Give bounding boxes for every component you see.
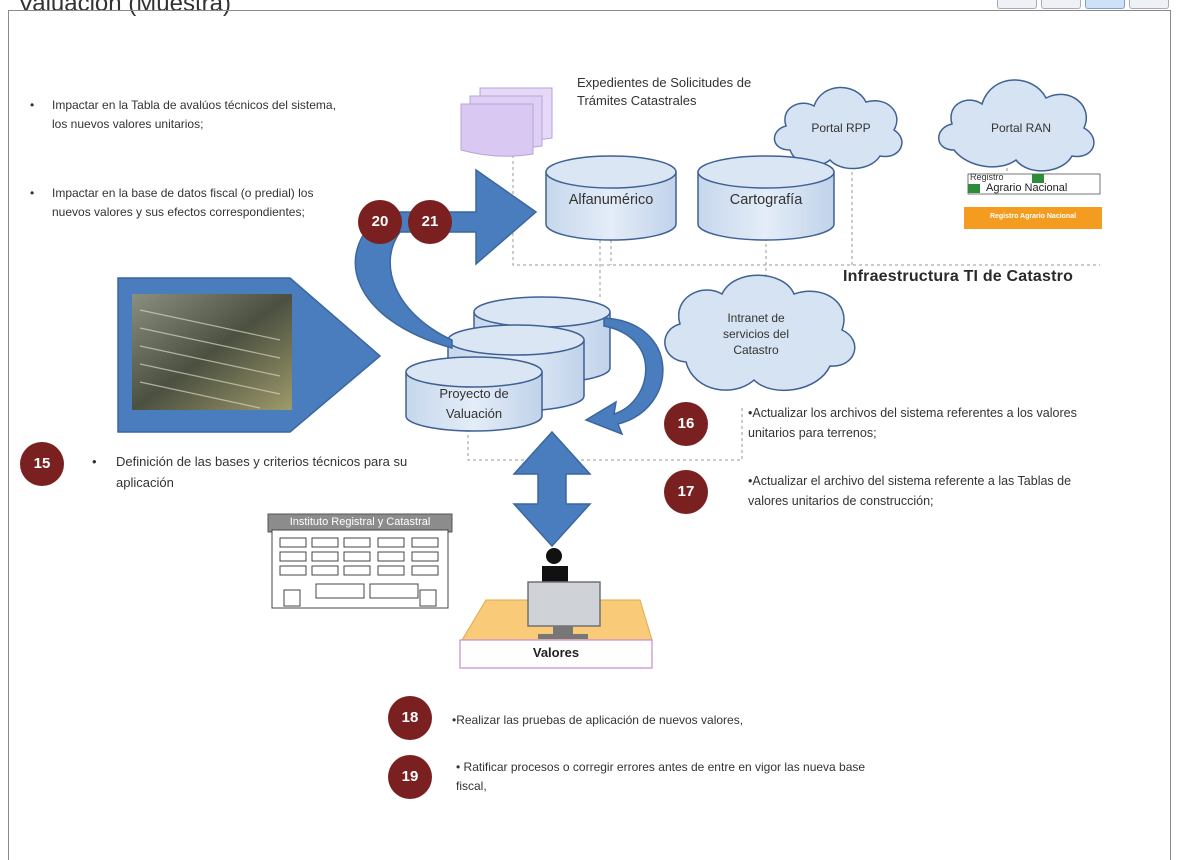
cloud-ran-label: Portal RAN: [990, 121, 1052, 135]
cloud-intranet-label: Intranet de servicios del Catastro: [722, 311, 790, 358]
page-title: Valuación (Muestra): [18, 0, 231, 17]
database-alfanumerico-label: Alfanumérico: [568, 192, 654, 208]
ran-logo-icon: [964, 173, 1102, 229]
database-proyecto-label: Proyecto de Valuación: [439, 386, 509, 421]
step-number-15: 15: [33, 455, 51, 472]
ran-logo-line2: Agrario Nacional: [986, 182, 1068, 194]
cloud-portal-ran-icon: [938, 79, 1095, 172]
data-input-arrow-icon: [117, 277, 382, 433]
step-number-16: 16: [677, 415, 695, 432]
bidirectional-arrow-icon: [512, 430, 592, 548]
step-text-15: • Definición de las bases y criterios té…: [92, 452, 436, 493]
step-badge-21: [408, 200, 452, 244]
building-icon: [267, 513, 453, 609]
ran-logo-line1: Registro: [970, 172, 1004, 182]
documents-stack-icon: [460, 87, 553, 157]
bullet-dot: •: [92, 454, 97, 469]
control-button[interactable]: [1041, 0, 1081, 9]
bullet-dot: •: [30, 98, 35, 112]
step-number-18: 18: [401, 709, 419, 726]
step-badge-19: [388, 755, 432, 799]
database-proyecto-icon: [405, 356, 543, 432]
control-button[interactable]: [1085, 0, 1125, 9]
bullet-item-1: • Impactar en la Tabla de avalúos técnic…: [30, 96, 352, 134]
cloud-rpp-label: Portal RPP: [811, 121, 871, 135]
step-badge-17: [664, 470, 708, 514]
step-badges: [20, 200, 708, 799]
cloud-portal-rpp-icon: [773, 86, 903, 170]
step-text-19: • Ratificar procesos o corregir errores …: [456, 760, 866, 793]
workstation-icon: [459, 548, 653, 669]
window-controls: [997, 0, 1169, 9]
ran-logo-banner: Registro Agrario Nacional: [989, 213, 1077, 220]
step-15-text: Definición de las bases y criterios técn…: [116, 454, 408, 490]
step-badge-18: [388, 696, 432, 740]
step-badge-20: [358, 200, 402, 244]
bullet-text: Impactar en la Tabla de avalúos técnicos…: [52, 98, 336, 131]
database-cartografia-icon: [697, 155, 835, 241]
slide-frame: [8, 10, 1171, 860]
step-text-16: •Actualizar los archivos del sistema ref…: [748, 406, 1077, 440]
control-button[interactable]: [1129, 0, 1169, 9]
step-text-17: •Actualizar el archivo del sistema refer…: [748, 474, 1072, 508]
database-alfanumerico-icon: [545, 155, 677, 241]
bullet-item-2: • Impactar en la base de datos fiscal (o…: [30, 184, 352, 222]
infra-label: Infraestructura TI de Catastro: [843, 268, 1074, 285]
cloud-intranet-icon: [664, 274, 856, 392]
step-badge-15: [20, 442, 64, 486]
desk-label: Valores: [532, 645, 580, 660]
hook-arrow-icon: [584, 317, 664, 436]
step-number-21: 21: [421, 213, 439, 230]
step-number-20: 20: [371, 213, 389, 230]
bullet-text: Impactar en la base de datos fiscal (o p…: [52, 186, 314, 219]
control-button[interactable]: [997, 0, 1037, 9]
step-number-17: 17: [677, 483, 695, 500]
documents-label: Expedientes de Solicitudes de Trámites C…: [577, 75, 752, 109]
building-label: Instituto Registral y Catastral: [289, 516, 431, 528]
step-text-18: •Realizar las pruebas de aplicación de n…: [452, 713, 744, 727]
bullet-dot: •: [30, 186, 35, 200]
database-cartografia-label: Cartografía: [729, 192, 803, 208]
step-badge-16: [664, 402, 708, 446]
step-number-19: 19: [401, 768, 419, 785]
